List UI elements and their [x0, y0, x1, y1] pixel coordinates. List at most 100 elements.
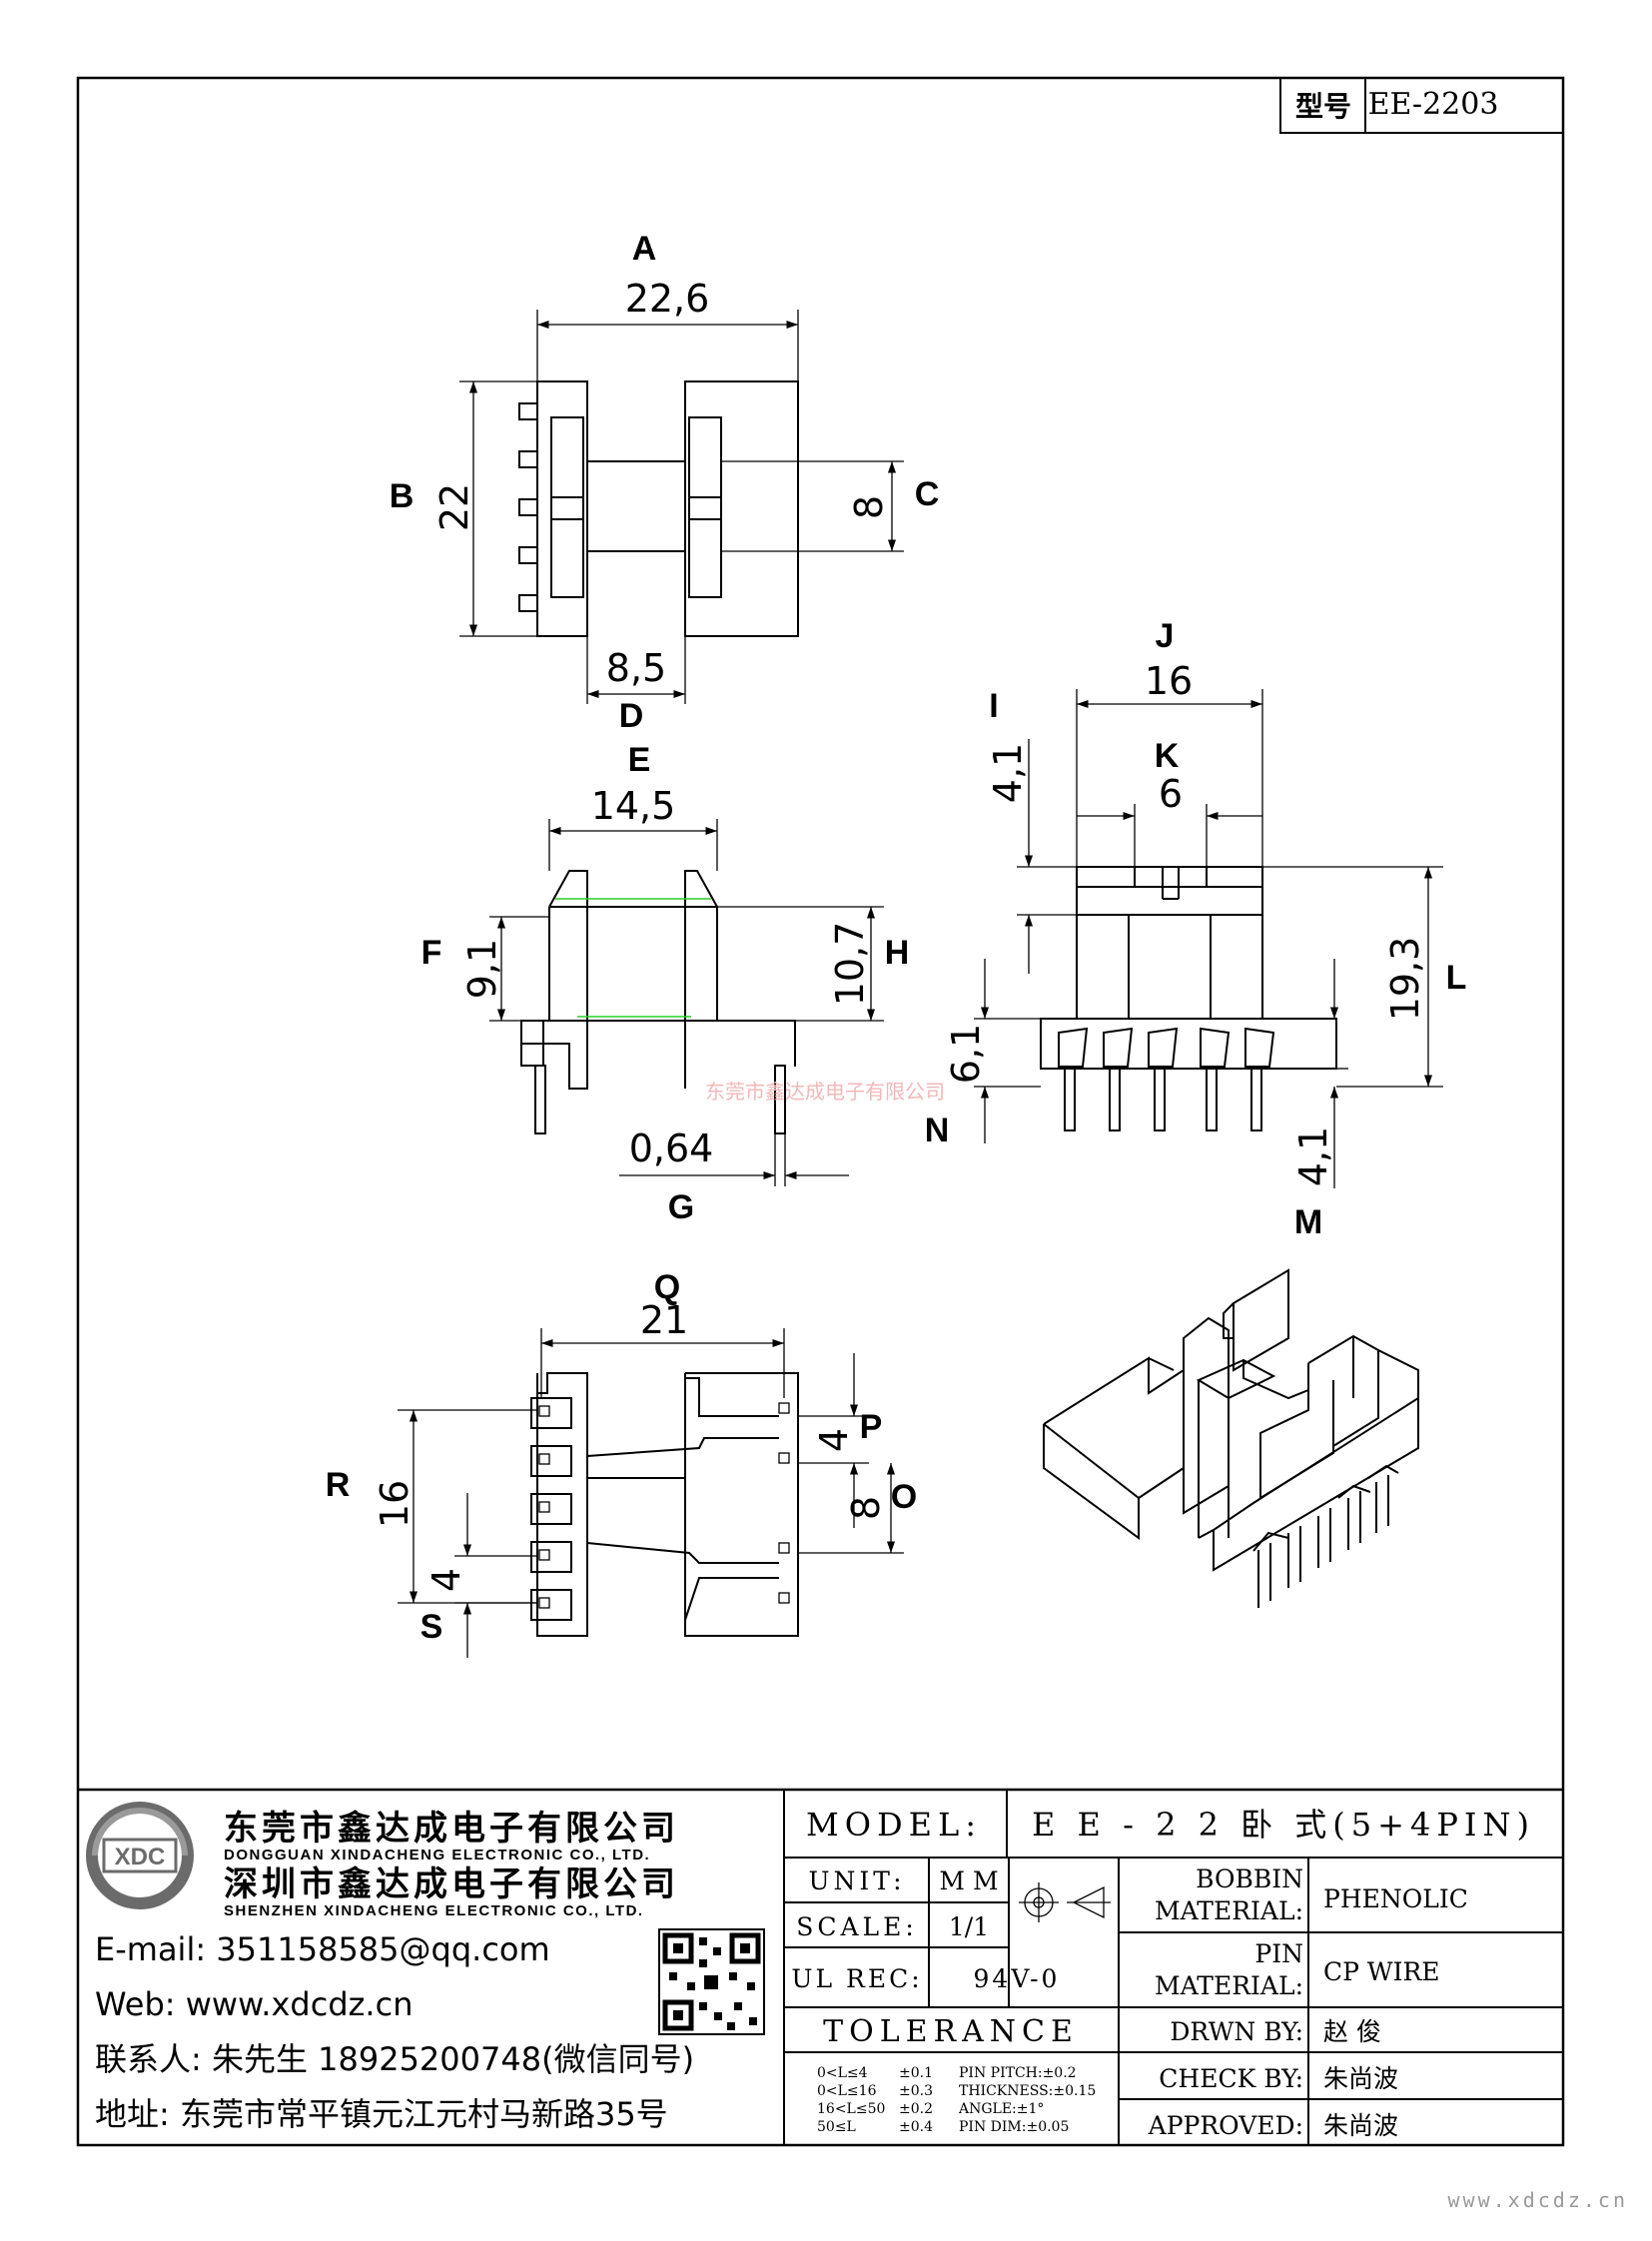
- drawn-value: 赵 俊: [1323, 2017, 1381, 2046]
- tol-value-1: ±0.3: [899, 2083, 933, 2099]
- tol-value-3: ±0.4: [899, 2119, 933, 2135]
- company-logo-text: XDC: [115, 1844, 166, 1870]
- top-view: 22,6 A 22 B 8 C 8,5 D: [390, 230, 940, 735]
- company-address: 地址: 东莞市常平镇元江元村马新路35号: [95, 2095, 668, 2133]
- approved-label: APPROVED:: [1148, 2111, 1303, 2140]
- company-name-shenzhen: 深圳市鑫达成电子有限公司: [224, 1865, 679, 1904]
- dim-s-value: 4: [424, 1568, 468, 1592]
- bobbin-value: PHENOLIC: [1323, 1884, 1468, 1913]
- model-value: E E - 2 2 卧 式(5+4PIN): [1032, 1806, 1535, 1844]
- pin-label-2: MATERIAL:: [1155, 1971, 1303, 2000]
- dim-r-value: 16: [373, 1480, 416, 1528]
- dim-i-value: 4,1: [986, 743, 1030, 803]
- dim-q-letter: Q: [654, 1268, 680, 1306]
- title-block: MODEL: E E - 2 2 卧 式(5+4PIN) UNIT: M M S…: [783, 1790, 1563, 2145]
- dim-g-letter: G: [668, 1188, 694, 1226]
- dim-m-value: 4,1: [1291, 1126, 1335, 1186]
- ul-value: 94V-0: [974, 1964, 1061, 1993]
- dim-d-value: 8,5: [606, 646, 666, 690]
- dim-d-letter: D: [619, 697, 644, 735]
- dim-e-value: 14,5: [591, 784, 676, 828]
- ul-label: UL REC:: [791, 1964, 922, 1993]
- bottom-pin-pads: [530, 1397, 790, 1621]
- unit-label: UNIT:: [808, 1867, 905, 1895]
- model-number-box: 型号 EE-2203: [1279, 77, 1564, 134]
- dim-g-value: 0,64: [629, 1126, 714, 1170]
- tol-spec-1: THICKNESS:±0.15: [959, 2083, 1096, 2099]
- dim-a-value: 22,6: [625, 277, 710, 321]
- dim-a-letter: A: [632, 230, 657, 268]
- tol-spec-2: ANGLE:±1°: [958, 2101, 1044, 2117]
- dim-c-value: 8: [847, 495, 891, 519]
- drawing-frame: [76, 76, 1565, 2147]
- company-web: Web: www.xdcdz.cn: [95, 1985, 413, 2023]
- drawn-label: DRWN BY:: [1170, 2017, 1303, 2046]
- projection-symbol-icon: [1019, 1882, 1111, 1922]
- company-name-shenzhen-en: SHENZHEN XINDACHENG ELECTRONIC CO., LTD.: [224, 1902, 644, 1919]
- scale-label: SCALE:: [796, 1912, 918, 1941]
- dim-i-letter: I: [989, 687, 998, 725]
- company-name-dongguan: 东莞市鑫达成电子有限公司: [224, 1809, 679, 1849]
- dim-l-letter: L: [1446, 959, 1467, 997]
- tol-spec-0: PIN PITCH:±0.2: [959, 2065, 1077, 2081]
- dim-f-letter: F: [421, 934, 442, 972]
- tol-range-1: 0<L≤16: [817, 2083, 877, 2099]
- bobbin-label-2: MATERIAL:: [1155, 1896, 1303, 1925]
- pin-label-1: PIN: [1254, 1939, 1303, 1968]
- dim-r-letter: R: [326, 1466, 351, 1504]
- dim-b-letter: B: [390, 477, 414, 515]
- unit-value: M M: [939, 1867, 998, 1895]
- bobbin-label-1: BOBBIN: [1196, 1865, 1303, 1893]
- footer-url: www.xdcdz.cn: [1448, 2188, 1629, 2212]
- tol-range-3: 50≤L: [817, 2119, 856, 2135]
- dim-p-letter: P: [860, 1408, 883, 1446]
- pin-value: CP WIRE: [1323, 1957, 1440, 1986]
- tolerance-label: TOLERANCE: [823, 2014, 1079, 2049]
- dim-o-value: 8: [844, 1496, 888, 1520]
- company-email: E-mail: 351158585@qq.com: [95, 1930, 550, 1968]
- company-contact: 联系人: 朱先生 18925200748(微信同号): [95, 2040, 694, 2078]
- check-value: 朱尚波: [1323, 2064, 1398, 2093]
- tol-spec-3: PIN DIM:±0.05: [959, 2119, 1069, 2135]
- scale-value: 1/1: [949, 1912, 989, 1941]
- tol-value-2: ±0.2: [899, 2101, 933, 2117]
- tol-range-0: 0<L≤4: [817, 2065, 868, 2081]
- qr-code-icon: [658, 1928, 765, 2035]
- company-block: XDC 东莞市鑫达成电子有限公司 DONGGUAN XINDACHENG ELE…: [86, 1802, 765, 2133]
- dim-n-value: 6,1: [944, 1024, 988, 1084]
- dim-n-letter: N: [925, 1112, 950, 1149]
- dim-k-value: 6: [1159, 772, 1183, 816]
- bottom-view: 21 Q 16 R 4 S 4 P 8 O: [326, 1268, 917, 1658]
- company-logo-icon: XDC: [86, 1802, 194, 1909]
- model-number-label: 型号: [1295, 90, 1351, 123]
- approved-value: 朱尚波: [1323, 2111, 1398, 2140]
- dim-p-value: 4: [812, 1428, 856, 1452]
- dim-s-letter: S: [420, 1608, 443, 1646]
- dim-q-value: 21: [640, 1298, 688, 1342]
- front-view: 16 J 6 K 4,1 I 19,3 L 6,1 N 4,1 M: [925, 617, 1467, 1241]
- dim-m-letter: M: [1294, 1203, 1322, 1241]
- dim-h-letter: H: [885, 934, 910, 972]
- dim-k-letter: K: [1155, 737, 1180, 775]
- dim-l-value: 19,3: [1383, 937, 1427, 1022]
- check-label: CHECK BY:: [1159, 2064, 1303, 2093]
- dim-j-letter: J: [1156, 617, 1175, 655]
- dim-c-letter: C: [915, 475, 940, 513]
- model-number-value: EE-2203: [1368, 87, 1499, 122]
- tol-range-2: 16<L≤50: [817, 2101, 885, 2117]
- dim-h-value: 10,7: [828, 922, 872, 1007]
- dim-b-value: 22: [432, 483, 476, 531]
- dim-o-letter: O: [891, 1478, 917, 1516]
- side-view: 14,5 E 9,1 F 10,7 H 0,64 G: [421, 741, 910, 1226]
- dim-e-letter: E: [628, 741, 651, 779]
- tol-value-0: ±0.1: [899, 2065, 933, 2081]
- isometric-view: [1043, 1268, 1419, 1608]
- model-label: MODEL:: [806, 1806, 982, 1844]
- watermark: 东莞市鑫达成电子有限公司: [705, 1080, 945, 1104]
- company-name-dongguan-en: DONGGUAN XINDACHENG ELECTRONIC CO., LTD.: [224, 1847, 650, 1864]
- dim-j-value: 16: [1145, 659, 1193, 703]
- dim-f-value: 9,1: [460, 939, 504, 999]
- tolerance-table: 0<L≤4 ±0.1 PIN PITCH:±0.2 0<L≤16 ±0.3 TH…: [817, 2065, 1096, 2135]
- front-pins: [1058, 1027, 1275, 1131]
